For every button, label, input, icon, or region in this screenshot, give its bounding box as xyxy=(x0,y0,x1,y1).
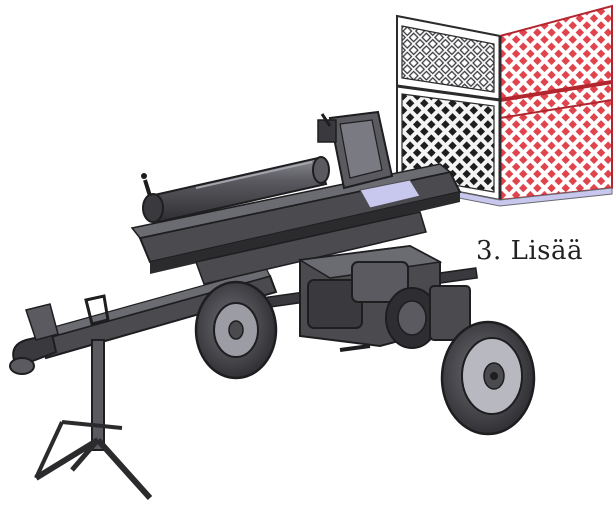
safety-guard xyxy=(396,4,613,207)
wheel-rear xyxy=(194,280,278,380)
support-stand xyxy=(34,339,153,501)
wedge-assembly xyxy=(317,110,394,190)
hydraulic-cylinder xyxy=(141,156,330,224)
step-label: 3. Lisää xyxy=(476,236,583,266)
engine xyxy=(297,244,471,352)
guard-mesh-upper-left xyxy=(401,25,495,93)
tow-hitch xyxy=(12,332,58,364)
splitting-beam xyxy=(130,163,462,274)
beam-guide-plate xyxy=(359,179,421,209)
wheel-front xyxy=(440,320,536,436)
